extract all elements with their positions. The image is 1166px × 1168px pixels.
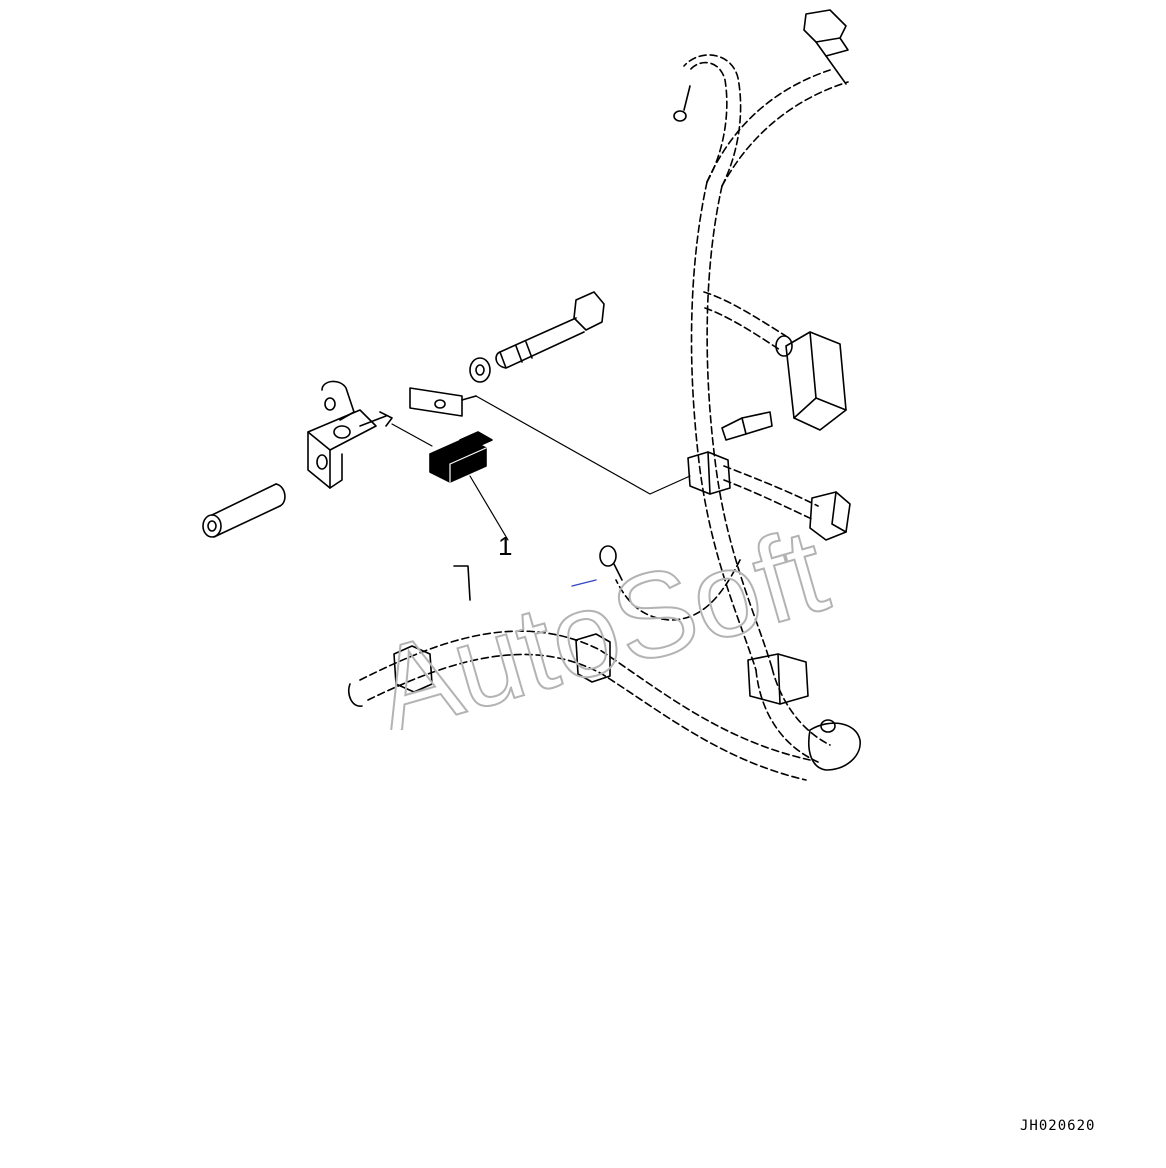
harness-clamp-icon xyxy=(393,451,809,705)
mounting-bracket-icon xyxy=(307,380,393,489)
lower-ring-terminal-icon xyxy=(599,545,623,581)
bottom-connector-icon xyxy=(808,719,861,771)
ring-terminal-icon xyxy=(673,85,691,122)
plate-bracket-icon xyxy=(409,387,477,417)
harness-end-icon xyxy=(347,565,471,707)
harness-connector-icon xyxy=(721,411,773,441)
bolt-icon xyxy=(495,291,605,369)
washer-icon xyxy=(469,357,491,383)
spacer-tube-icon xyxy=(202,483,286,538)
right-connector-icon xyxy=(809,491,851,541)
top-connector-icon xyxy=(803,9,849,85)
main-harness xyxy=(359,54,849,781)
part-1-fuse-connector xyxy=(429,431,493,483)
blue-marker xyxy=(571,579,597,587)
callout-number: 1 xyxy=(498,531,513,561)
leader-lines xyxy=(391,395,691,541)
drawing-code: JH020620 xyxy=(1020,1118,1096,1134)
relay-box-icon xyxy=(775,331,847,431)
